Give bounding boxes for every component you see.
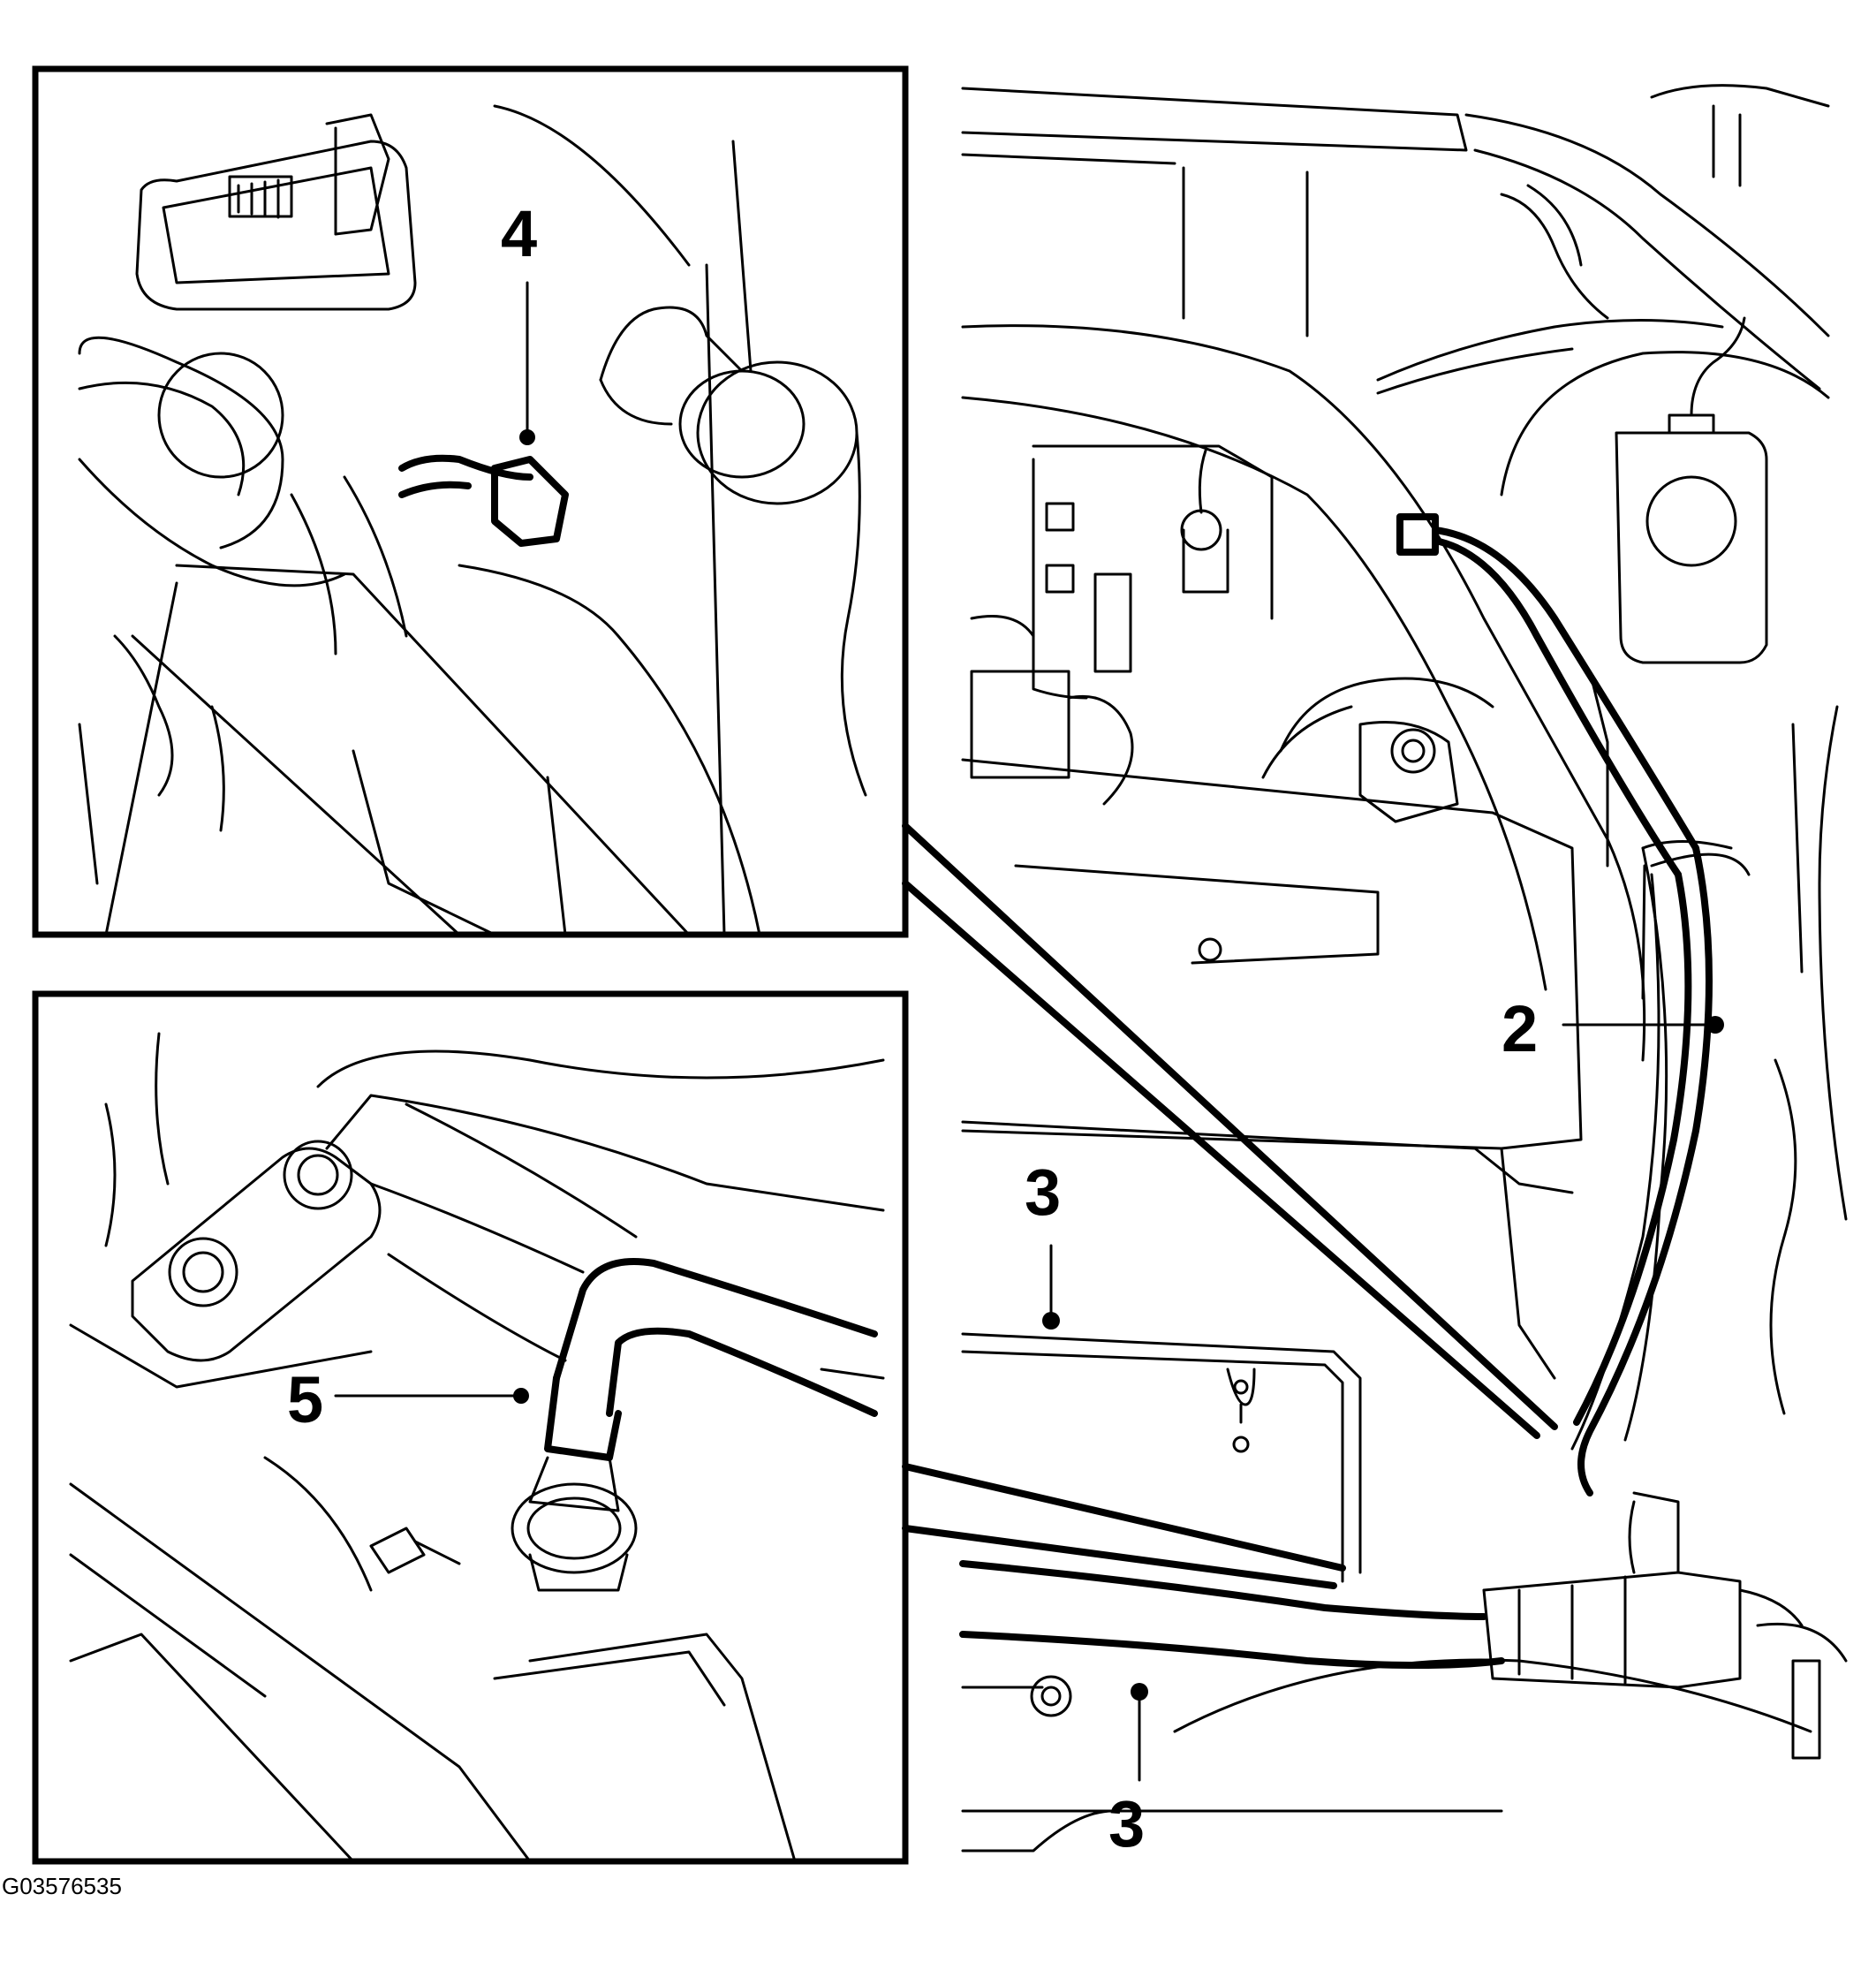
callout-3-upper: 3 [1025,1155,1061,1229]
inset-clip-view [32,65,909,938]
callout-4: 4 [501,197,537,270]
callout-3-upper-dot [1042,1312,1060,1330]
callout-2: 2 [1502,992,1538,1065]
callout-3-lower: 3 [1108,1787,1145,1860]
main-engine-view [959,84,1848,1853]
inset-sensor-view [32,990,909,1865]
callout-3-lower-dot [1131,1683,1148,1701]
callout-2-dot [1706,1016,1724,1034]
zoom-connectors [902,822,1558,1589]
main-leaders [1042,1016,1724,1782]
callout-5: 5 [287,1363,323,1436]
figure-id: G03576535 [2,1873,122,1899]
